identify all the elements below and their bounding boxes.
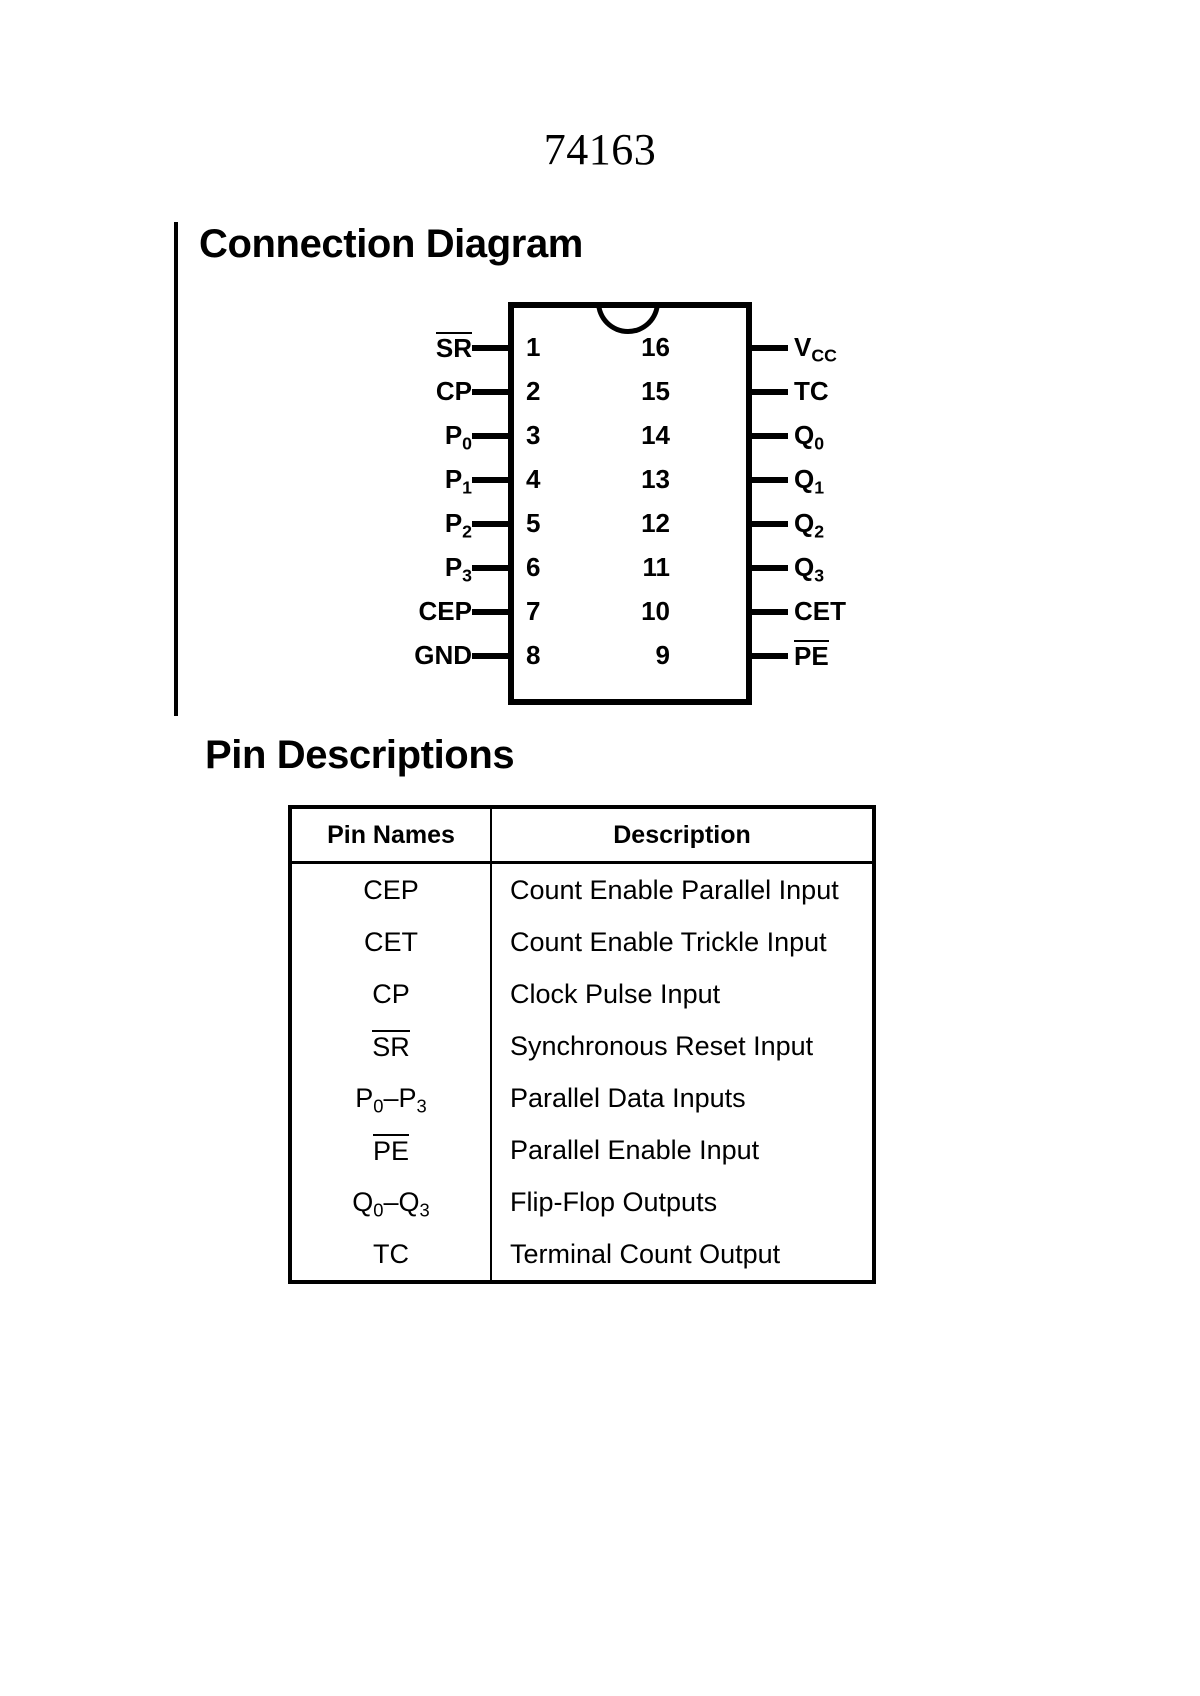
pin-lead-right-13: [746, 477, 788, 483]
pin-lead-left-4: [472, 477, 514, 483]
pin-label-left-8: GND: [414, 640, 472, 670]
pin-row-left-7: CEP 7: [380, 596, 820, 626]
pin-label-left-1: SR: [435, 332, 472, 363]
pin-row-left-6: P3 6: [380, 552, 820, 586]
pin-number-5: 5: [526, 508, 541, 538]
pin-number-7: 7: [526, 596, 541, 626]
section-rule: [174, 222, 178, 716]
pin-number-15: 15: [641, 376, 670, 406]
pin-lead-left-5: [472, 521, 514, 527]
pin-label-left-6: P3: [444, 552, 472, 586]
cell-pin-name: Q0–Q3: [288, 1176, 492, 1228]
pin-lead-right-16: [746, 345, 788, 351]
pin-label-right-10: CET: [794, 596, 846, 626]
pin-row-right-9: 9 PE: [380, 640, 829, 670]
pin-row-left-4: P1 4: [380, 464, 820, 498]
pin-number-1: 1: [526, 332, 541, 362]
pin-number-11: 11: [642, 552, 671, 582]
cell-description: Parallel Data Inputs: [491, 1072, 876, 1124]
pin-number-2: 2: [526, 376, 541, 406]
page-title: 74163: [543, 125, 657, 174]
pin-label-left-5: P2: [444, 508, 472, 542]
pin-row-right-16: 16 VCC: [380, 332, 837, 364]
cell-description: Count Enable Trickle Input: [491, 916, 876, 968]
pin-label-left-4: P1: [444, 464, 472, 498]
pin-lead-right-10: [746, 609, 788, 615]
pin-lead-left-8: [472, 653, 514, 659]
cell-description: Flip-Flop Outputs: [491, 1176, 876, 1228]
pin-label-right-16: VCC: [794, 332, 837, 366]
pin-row-right-10: 10 CET: [380, 596, 846, 626]
pin-lead-left-1: [472, 345, 514, 351]
cell-pin-name: PE: [288, 1124, 492, 1176]
pin-label-right-13: Q1: [794, 464, 825, 498]
cell-pin-name: CET: [288, 916, 492, 968]
pin-label-left-2: CP: [435, 376, 472, 406]
pin-label-right-9: PE: [794, 640, 829, 671]
pin-lead-left-7: [472, 609, 514, 615]
cell-description: Parallel Enable Input: [491, 1124, 876, 1176]
connection-diagram-heading: Connection Diagram: [199, 222, 583, 266]
pin-label-right-15: TC: [794, 376, 829, 406]
pin-row-left-3: P0 3: [380, 420, 820, 454]
pin-label-left-3: P0: [444, 420, 472, 454]
pin-lead-right-14: [746, 433, 788, 439]
pin-row-left-2: CP 2: [380, 376, 820, 406]
pin-number-12: 12: [641, 508, 670, 538]
pin-number-14: 14: [641, 420, 670, 450]
cell-description: Clock Pulse Input: [491, 968, 876, 1020]
pin-number-8: 8: [526, 640, 541, 670]
pin-lead-right-9: [746, 653, 788, 659]
pin-lead-right-12: [746, 521, 788, 527]
pin-lead-left-6: [472, 565, 514, 571]
pin-lead-left-2: [472, 389, 514, 395]
cell-description: Count Enable Parallel Input: [491, 862, 876, 916]
pin-lead-right-15: [746, 389, 788, 395]
pin-number-9: 9: [655, 640, 670, 670]
pin-row-left-8: GND 8: [380, 640, 820, 670]
pin-row-right-14: 14 Q0: [380, 420, 824, 452]
pin-row-right-13: 13 Q1: [380, 464, 824, 496]
pin-row-right-15: 15 TC: [380, 376, 829, 406]
pin-descriptions-heading: Pin Descriptions: [205, 733, 515, 777]
pin-label-right-14: Q0: [794, 420, 825, 454]
pin-number-6: 6: [526, 552, 541, 582]
cell-pin-name: CEP: [288, 862, 492, 916]
pin-label-right-12: Q2: [794, 508, 825, 542]
pin-lead-left-3: [472, 433, 514, 439]
dip-package-body: [508, 302, 752, 705]
pin-number-4: 4: [526, 464, 541, 494]
cell-pin-name: TC: [288, 1228, 492, 1284]
pin-row-right-12: 12 Q2: [380, 508, 824, 540]
table-header-row: Pin Names Description: [288, 805, 876, 864]
pin-label-right-11: Q3: [794, 552, 825, 586]
pin-lead-right-11: [746, 565, 788, 571]
pin-number-3: 3: [526, 420, 541, 450]
column-header-pin-names: Pin Names: [288, 805, 492, 864]
pin-row-left-1: SR 1: [380, 332, 820, 362]
pin-number-13: 13: [641, 464, 670, 494]
cell-pin-name: SR: [288, 1020, 492, 1072]
pin-label-left-7: CEP: [418, 596, 472, 626]
column-header-description: Description: [490, 805, 876, 864]
cell-pin-name: P0–P3: [288, 1072, 492, 1124]
cell-description: Synchronous Reset Input: [491, 1020, 876, 1072]
pin-number-10: 10: [641, 596, 670, 626]
cell-pin-name: CP: [288, 968, 492, 1020]
pin-row-left-5: P2 5: [380, 508, 820, 542]
pin-number-16: 16: [641, 332, 670, 362]
cell-description: Terminal Count Output: [491, 1228, 876, 1284]
pin-row-right-11: 11 Q3: [380, 552, 825, 584]
